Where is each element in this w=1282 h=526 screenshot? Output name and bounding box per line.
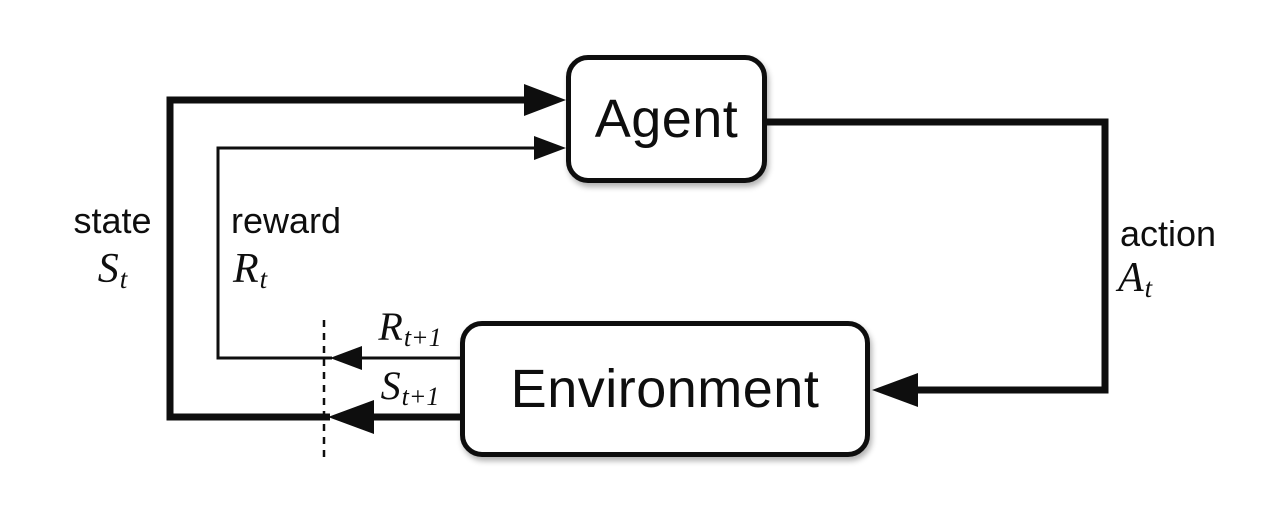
next-state-symbol-subscript: t+1 <box>401 382 440 412</box>
reward-symbol-subscript: t <box>259 264 268 295</box>
state-symbol: St <box>55 247 170 293</box>
environment-label: Environment <box>510 359 820 419</box>
action-symbol: At <box>1118 256 1152 302</box>
next-reward-symbol-subscript: t+1 <box>403 323 442 353</box>
state-symbol-subscript: t <box>119 264 128 295</box>
next-reward-arrowhead <box>330 346 362 370</box>
state-word-label: state <box>73 200 152 241</box>
environment-node: Environment <box>460 321 870 457</box>
state-arrowhead <box>524 84 566 116</box>
next-reward-symbol: Rt+1 <box>368 306 452 351</box>
next-state-symbol-base: S <box>380 363 401 408</box>
reward-word-label: reward <box>231 200 342 241</box>
next-reward-symbol-base: R <box>378 304 403 349</box>
reward-symbol: Rt <box>233 247 267 293</box>
agent-label: Agent <box>594 89 739 149</box>
state-symbol-base: S <box>97 246 119 292</box>
action-symbol-base: A <box>1118 255 1144 301</box>
action-symbol-subscript: t <box>1144 273 1153 304</box>
next-state-symbol: St+1 <box>368 365 452 410</box>
reward-arrowhead <box>534 136 566 160</box>
action-word-label: action <box>1120 213 1217 254</box>
action-arrowhead <box>872 373 918 407</box>
agent-node: Agent <box>566 55 767 183</box>
reward-symbol-base: R <box>233 246 259 292</box>
